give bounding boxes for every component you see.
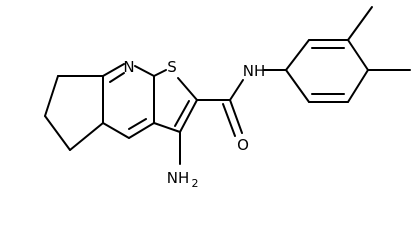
amine-label-nh: NH [167,169,190,187]
bond [174,100,190,127]
bond [177,77,198,101]
bond [134,65,155,77]
bond [347,39,369,71]
bond [229,99,243,134]
cyclopentane-ring [44,75,104,151]
bond [44,75,59,117]
atom-label-amine: NH 2 [167,169,199,188]
bond [69,122,104,151]
amine-label-subscript: 2 [192,177,199,188]
bond [285,39,310,71]
bond [128,118,147,130]
atom-label-sulfur: S [167,58,177,76]
atom-label-oxygen: O [237,136,249,154]
bond [102,122,130,139]
methyl-bond [347,6,373,41]
bond [109,72,125,83]
dimethylphenyl-ring [285,6,411,103]
bond [222,103,236,137]
bond [285,69,310,103]
chemical-structure-diagram: N S NH O NH 2 [44,6,411,188]
bond [229,79,244,101]
thiophene-ring [153,69,198,133]
carboxamide-group [196,69,287,137]
bond [128,122,155,139]
bond [153,69,167,77]
pyridine-ring [102,63,155,139]
atom-label-amide-nh: NH [243,62,266,80]
bond [153,122,181,133]
bond [44,115,71,151]
atom-label-nitrogen: N [123,58,134,76]
bond [347,69,369,103]
bond [179,99,198,133]
bond [102,63,125,77]
